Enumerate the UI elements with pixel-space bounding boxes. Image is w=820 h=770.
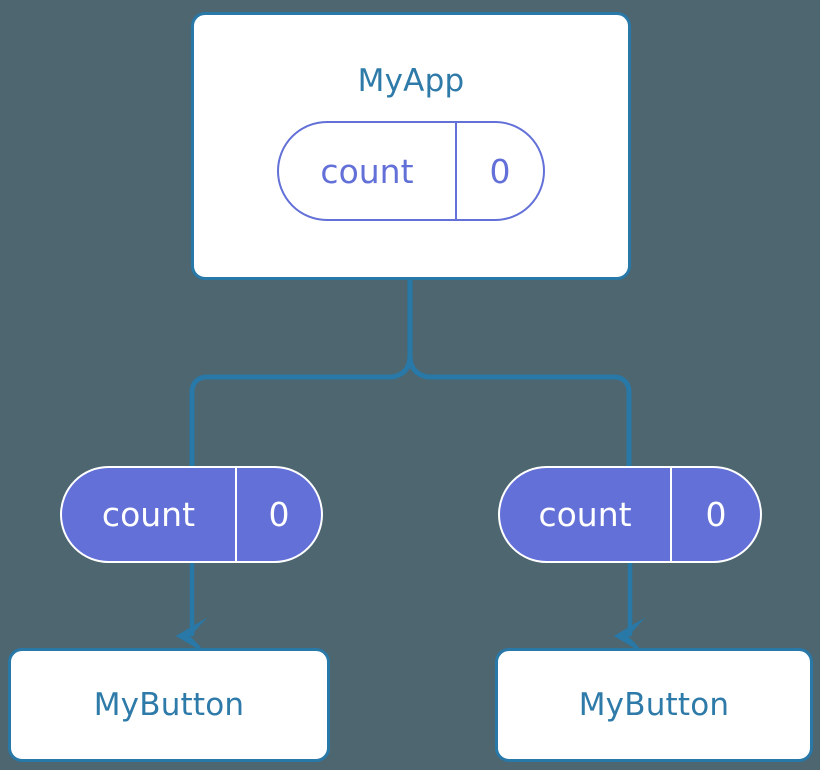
state-pill-right-count[interactable]: count 0 [498,466,762,563]
state-pill-value: 0 [234,468,321,561]
component-title-mybutton: MyButton [578,687,730,723]
edge-root-to-branch [189,277,413,469]
edge-branch-to-right [407,352,632,469]
component-card-mybutton-right[interactable]: MyButton [495,648,813,762]
state-pill-key: count [538,495,632,534]
state-pill-myapp-count[interactable]: count 0 [277,121,545,221]
component-card-mybutton-left[interactable]: MyButton [8,648,330,762]
state-pill-value: 0 [454,123,543,219]
component-title-myapp: MyApp [357,63,465,99]
state-pill-left-count[interactable]: count 0 [60,466,323,563]
state-pill-key: count [320,151,414,191]
state-pill-key: count [101,495,196,534]
state-pill-value: 0 [670,468,760,561]
component-title-mybutton: MyButton [93,687,245,723]
